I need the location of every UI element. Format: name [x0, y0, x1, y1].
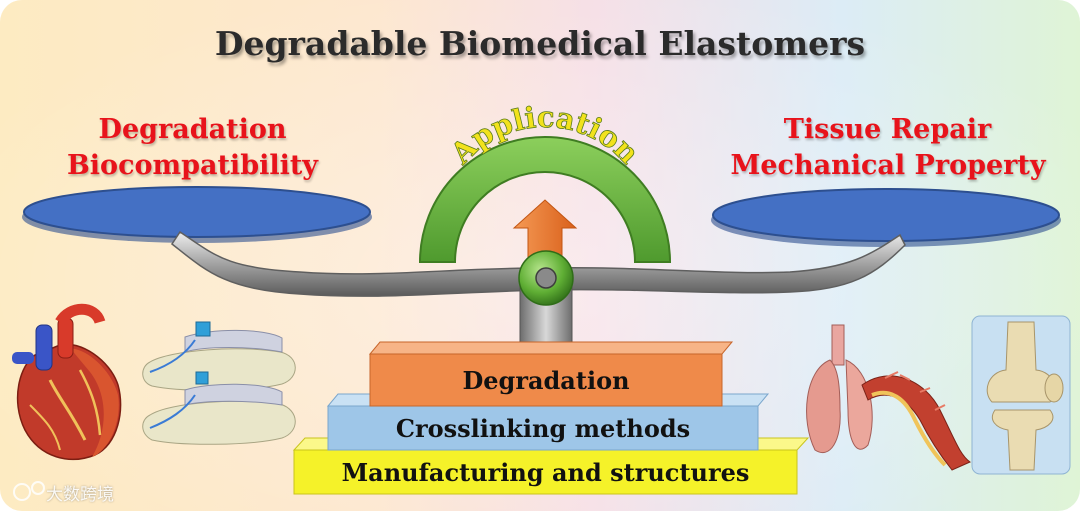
balance-beam [170, 230, 906, 297]
manufacturing-block [293, 449, 798, 495]
diagram-title: Degradable Biomedical Elastomers [214, 24, 866, 63]
knee-joint-illustration [971, 315, 1071, 475]
left-label-biocompatibility: Biocompatibility [66, 150, 318, 181]
block-label-crosslinking: Crosslinking methods [395, 413, 691, 443]
left-balance-pan [23, 186, 371, 238]
blood-vessel-illustration [861, 371, 972, 471]
crosslinking-block [327, 405, 759, 451]
block-label-degradation: Degradation [462, 365, 630, 395]
left-label-degradation: Degradation [98, 114, 287, 145]
right-label-tissue-repair: Tissue Repair [783, 114, 992, 145]
right-label-mechanical-property: Mechanical Property [730, 150, 1046, 181]
watermark-logo-icon [13, 481, 45, 501]
application-arc [418, 136, 672, 263]
heart-illustration [12, 303, 122, 461]
degradation-block [369, 353, 723, 407]
degradation-block-top [368, 341, 734, 355]
spine-illustration [142, 321, 296, 445]
watermark-text: 大数跨境 [46, 485, 114, 505]
watermark: 大数跨境 [8, 480, 114, 505]
block-label-manufacturing: Manufacturing and structures [341, 457, 750, 487]
right-balance-pan [712, 188, 1060, 242]
